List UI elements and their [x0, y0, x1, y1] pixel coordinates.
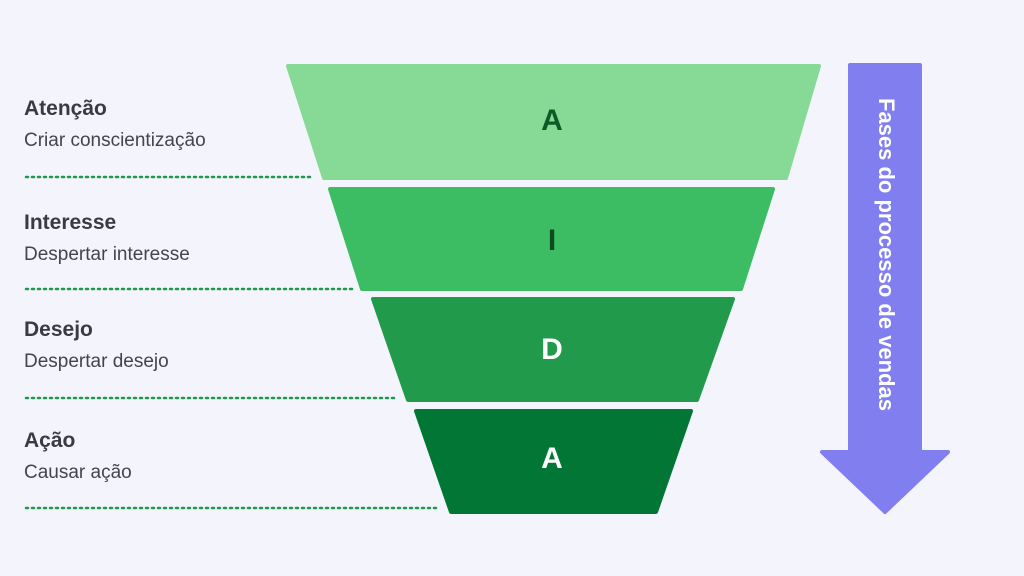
- funnel-letter: A: [541, 442, 563, 475]
- stage-label-interesse: Interesse Despertar interesse: [24, 210, 190, 268]
- funnel-segment-acao: [414, 409, 693, 514]
- funnel-segment-desejo: [371, 297, 735, 402]
- funnel-segment-atencao: [286, 64, 821, 180]
- funnel-letter: A: [541, 104, 563, 137]
- stage-description: Despertar desejo: [24, 351, 169, 372]
- stage-title: Ação: [24, 429, 76, 452]
- funnel-letter: D: [541, 333, 563, 366]
- stage-description: Causar ação: [24, 462, 132, 483]
- stage-title: Interesse: [24, 211, 117, 234]
- stage-title: Atenção: [24, 97, 107, 120]
- stage-description: Criar conscientização: [24, 130, 206, 151]
- stage-title: Desejo: [24, 318, 93, 341]
- stage-description: Despertar interesse: [24, 244, 190, 265]
- stage-label-desejo: Desejo Despertar desejo: [24, 317, 169, 375]
- funnel-segment-interesse: [328, 187, 775, 291]
- stage-label-acao: Ação Causar ação: [24, 428, 132, 486]
- arrow-label: Fases do processo de vendas: [874, 98, 899, 411]
- arrow-down-icon: [820, 63, 950, 514]
- funnel-letter: I: [548, 224, 556, 257]
- stage-label-atencao: Atenção Criar conscientização: [24, 96, 206, 154]
